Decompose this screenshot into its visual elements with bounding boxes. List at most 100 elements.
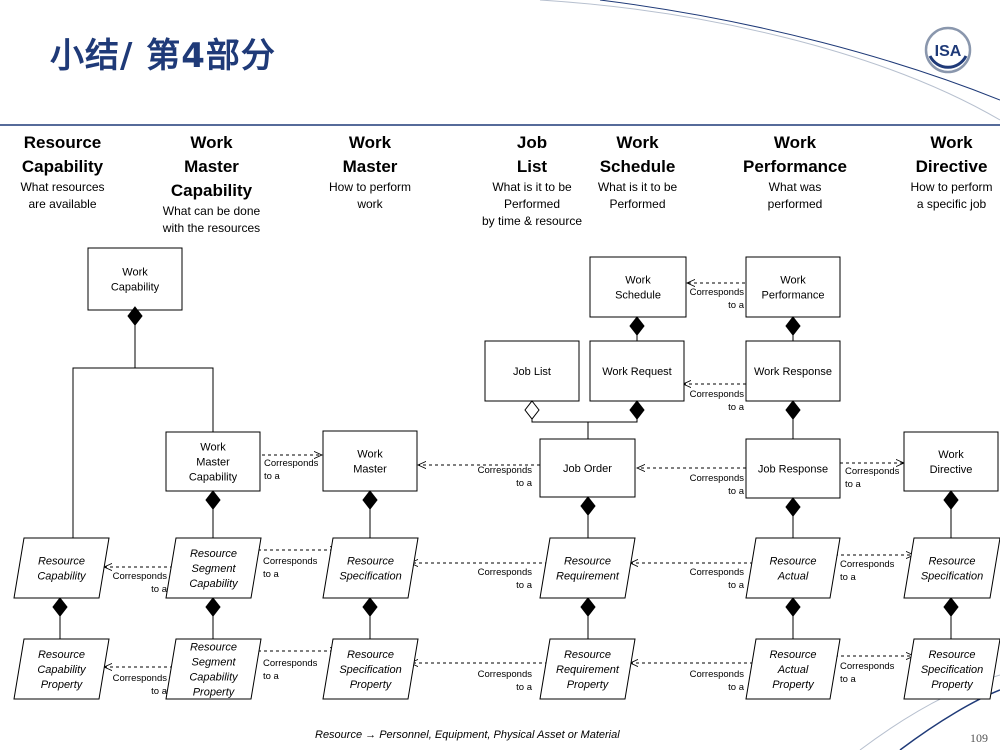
work-performance-box: [745, 256, 841, 318]
corresponds-label: to a: [151, 584, 168, 595]
col-subtitle-line: by time & resource: [481, 214, 583, 228]
corresponds-label: Corresponds: [840, 559, 895, 570]
composition-diamond: [52, 597, 68, 617]
resource-requirement-label: Resource: [564, 556, 611, 568]
resource-segment-capability-property-label: Property: [193, 687, 236, 699]
resource-actual-property-label: Property: [772, 679, 815, 691]
resource-capability-property-label: Resource: [38, 649, 85, 661]
connector-line: [531, 419, 638, 423]
resource-actual-label: Actual: [777, 571, 809, 583]
resource-specification-shape: [322, 537, 419, 599]
work-schedule-box: [589, 256, 687, 318]
col-subtitle-line: What is it to be: [597, 180, 678, 194]
work-master-capability-label: Master: [196, 457, 230, 469]
resource-segment-capability-label: Capability: [189, 578, 239, 590]
col-header-job-list: Job List What is it to be Performed by t…: [476, 131, 588, 230]
work-master-label: Work: [357, 449, 383, 461]
work-schedule-label: Work: [625, 275, 651, 287]
resource-specification-property-2-label: Property: [931, 679, 974, 691]
resource-segment-capability-property-label: Capability: [189, 672, 239, 684]
composition-diamond: [785, 497, 801, 517]
composition-diamond: [629, 316, 645, 336]
corresponds-label: Corresponds: [690, 287, 745, 298]
work-request-label: Work Request: [602, 366, 672, 378]
resource-requirement-property-label: Requirement: [556, 664, 620, 676]
col-title-line: Capability: [170, 181, 253, 200]
corresponds-label: Corresponds: [113, 571, 168, 582]
corresponds-label: to a: [263, 671, 280, 682]
work-performance-label: Work: [780, 275, 806, 287]
corresponds-label: Corresponds: [478, 465, 533, 476]
corresponds-label: to a: [728, 682, 745, 693]
col-subtitle-line: a specific job: [916, 197, 987, 211]
job-response-box: [745, 438, 841, 499]
corresponds-label: to a: [728, 402, 745, 413]
corresponds-label: Corresponds: [845, 466, 900, 477]
col-header-work-master: Work Master How to perform work: [315, 131, 425, 213]
resource-requirement-shape: [539, 537, 636, 599]
resource-specification-2-shape: [903, 537, 1000, 599]
work-response-label: Work Response: [754, 366, 832, 378]
corresponds-label: to a: [516, 682, 533, 693]
col-subtitle-line: with the resources: [162, 221, 261, 235]
work-directive-label: Work: [938, 449, 964, 461]
footnote: Resource → Personnel, Equipment, Physica…: [315, 729, 620, 741]
aggregation-diamond: [524, 400, 540, 420]
corresponds-label: to a: [840, 572, 857, 583]
corresponds-label: Corresponds: [478, 567, 533, 578]
col-title-line: List: [516, 157, 548, 176]
resource-actual-property-shape: [745, 638, 841, 700]
resource-actual-label: Resource: [769, 556, 816, 568]
job-order-box: [539, 438, 636, 498]
composition-diamond: [943, 597, 959, 617]
col-title-line: Capability: [21, 157, 104, 176]
resource-requirement-property-shape: [539, 638, 636, 700]
work-capability-label: Work: [122, 267, 148, 279]
resource-segment-capability-label: Segment: [191, 563, 236, 575]
corresponds-label: Corresponds: [690, 389, 745, 400]
col-title-line: Performance: [743, 157, 847, 176]
corresponds-label: Corresponds: [263, 556, 318, 567]
composition-diamond: [785, 597, 801, 617]
resource-specification-2-label: Specification: [921, 571, 983, 583]
col-title-line: Schedule: [599, 157, 676, 176]
resource-segment-capability-shape: [165, 537, 262, 599]
col-header-resource-capability: Resource Capability What resources are a…: [10, 131, 115, 213]
work-master-box: [322, 430, 418, 492]
corresponds-label: to a: [728, 300, 745, 311]
resource-segment-capability-label: Resource: [190, 548, 237, 560]
slide-number: 109: [970, 731, 988, 745]
resource-requirement-property-label: Resource: [564, 649, 611, 661]
col-subtitle-line: What was: [768, 180, 822, 194]
corresponds-label: to a: [840, 674, 857, 685]
resource-specification-2-label: Resource: [928, 556, 975, 568]
corresponds-label: to a: [263, 569, 280, 580]
work-master-label: Master: [353, 464, 387, 476]
col-subtitle-line: performed: [767, 197, 823, 211]
corresponds-label: to a: [516, 478, 533, 489]
work-directive-label: Directive: [930, 464, 973, 476]
work-capability-box: [87, 247, 183, 311]
composition-diamond: [785, 316, 801, 336]
resource-specification-property-label: Property: [350, 679, 393, 691]
col-title-line: Work: [348, 133, 392, 152]
job-list-box: [484, 340, 580, 402]
composition-diamond: [580, 496, 596, 516]
corresponds-label: Corresponds: [264, 458, 319, 469]
resource-actual-property-label: Actual: [777, 664, 809, 676]
col-header-work-schedule: Work Schedule What is it to be Performed: [590, 131, 685, 213]
work-master-capability-label: Work: [200, 442, 226, 454]
composition-diamond: [127, 306, 143, 326]
col-title-line: Directive: [915, 157, 988, 176]
col-header-work-master-capability: Work Master Capability What can be done …: [150, 131, 273, 237]
work-performance-label: Performance: [762, 290, 825, 302]
resource-specification-property-2-label: Specification: [921, 664, 983, 676]
corresponds-label: Corresponds: [690, 567, 745, 578]
col-title-line: Work: [616, 133, 659, 152]
resource-specification-property-2-shape: [903, 638, 1000, 700]
col-title-line: Job: [516, 133, 548, 152]
corresponds-label: Corresponds: [840, 661, 895, 672]
col-subtitle-line: are available: [28, 197, 97, 211]
composition-diamond: [943, 490, 959, 510]
composition-diamond: [785, 400, 801, 420]
